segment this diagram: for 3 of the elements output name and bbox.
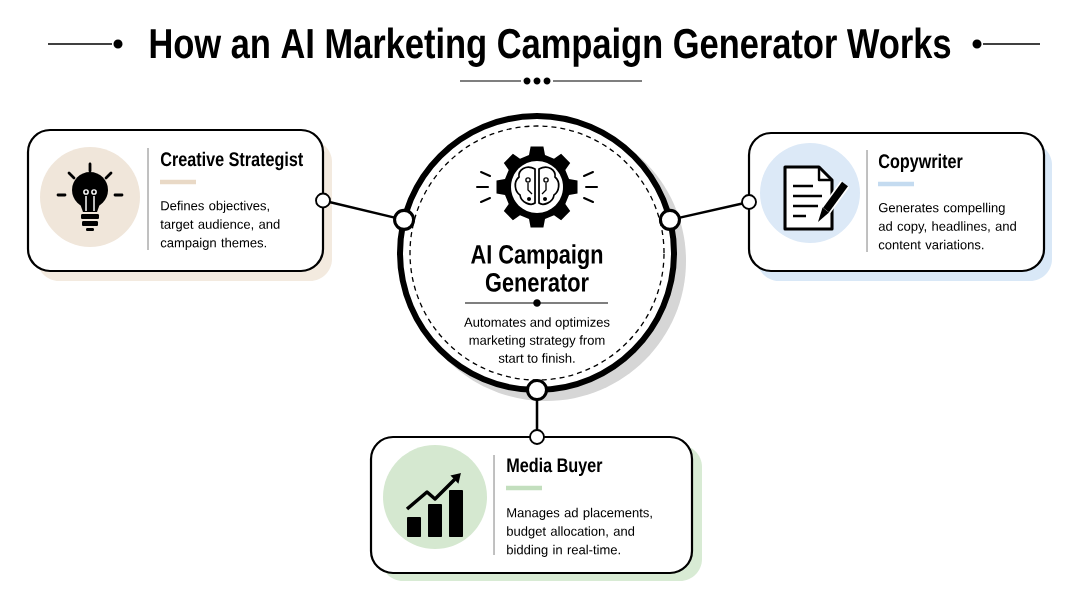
title: How an AI Marketing Campaign Generator Works (150, 27, 951, 67)
connector-line (315, 192, 416, 231)
connector-line (658, 194, 757, 231)
